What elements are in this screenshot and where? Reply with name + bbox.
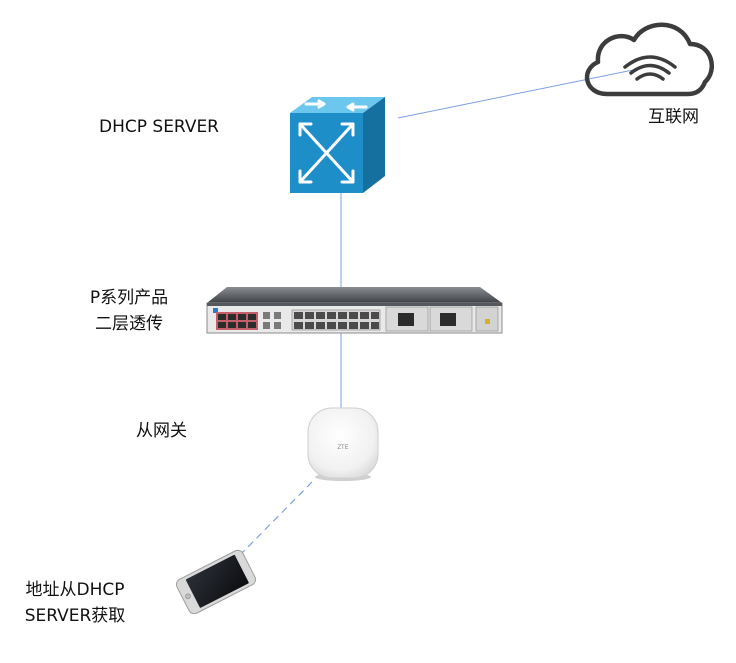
wireless-link-ap-to-phone — [237, 481, 313, 558]
link-switch-to-internet — [397, 69, 634, 119]
internet-label: 互联网 — [648, 107, 699, 127]
phone-label: 地址从DHCP SERVER获取 — [10, 577, 140, 629]
phone-label-line1: 地址从DHCP — [25, 580, 125, 600]
p-series-label-line1: P系列产品 — [89, 288, 169, 308]
dhcp-server-label: DHCP SERVER — [99, 117, 219, 137]
slave-gateway-label: 从网关 — [136, 421, 187, 441]
rack-switch-icon — [206, 287, 503, 334]
layer3-switch-cube-icon — [290, 97, 385, 193]
wireless-access-point-icon: ZTE — [307, 407, 379, 481]
p-series-label-line2: 二层透传 — [95, 314, 163, 334]
smartphone-icon — [175, 549, 257, 615]
p-series-label: P系列产品 二层透传 — [74, 285, 184, 337]
cloud-wifi-icon — [584, 22, 715, 97]
phone-label-line2: SERVER获取 — [24, 606, 126, 626]
ap-brand-logo: ZTE — [337, 445, 348, 451]
